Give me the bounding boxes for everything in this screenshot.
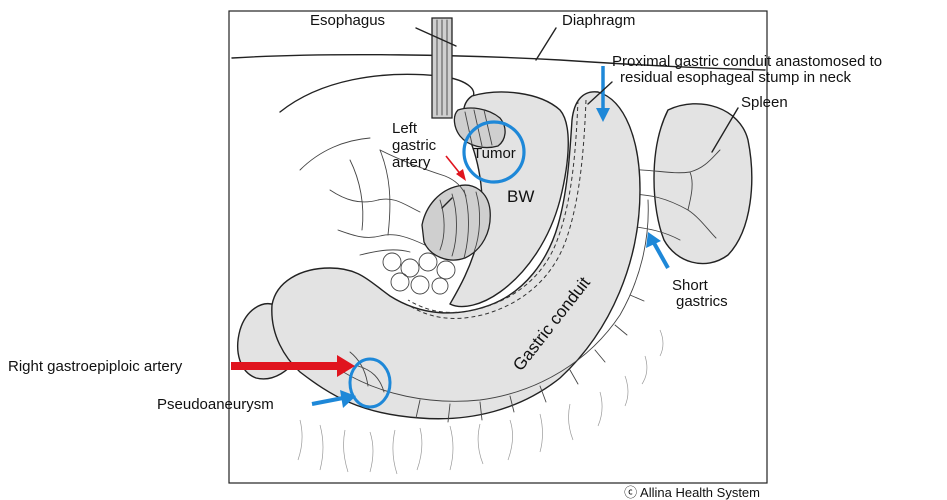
label-esophagus: Esophagus [310, 12, 385, 29]
label-pseudoaneurysm: Pseudoaneurysm [157, 396, 274, 413]
label-bw: BW [507, 187, 534, 206]
spleen [654, 104, 752, 264]
label-short-gastrics-line1: Short [672, 277, 709, 294]
label-right-gastroepiploic: Right gastroepiploic artery [8, 358, 183, 375]
label-short-gastrics-line2: gastrics [676, 293, 728, 310]
copyright-notice: ⓒ Allina Health System [624, 485, 760, 500]
label-left-gastric-line2: gastric [392, 137, 437, 154]
label-left-gastric-line1: Left [392, 120, 418, 137]
esophagus-tube [432, 18, 452, 118]
label-proximal-line2: residual esophageal stump in neck [620, 69, 851, 86]
right-gastroepiploic-arrow-shaft [231, 362, 341, 370]
label-spleen: Spleen [741, 94, 788, 111]
label-tumor: Tumor [473, 145, 516, 162]
label-proximal-line1: Proximal gastric conduit anastomosed to [612, 53, 882, 70]
label-left-gastric-line3: artery [392, 154, 431, 171]
label-diaphragm: Diaphragm [562, 12, 635, 29]
